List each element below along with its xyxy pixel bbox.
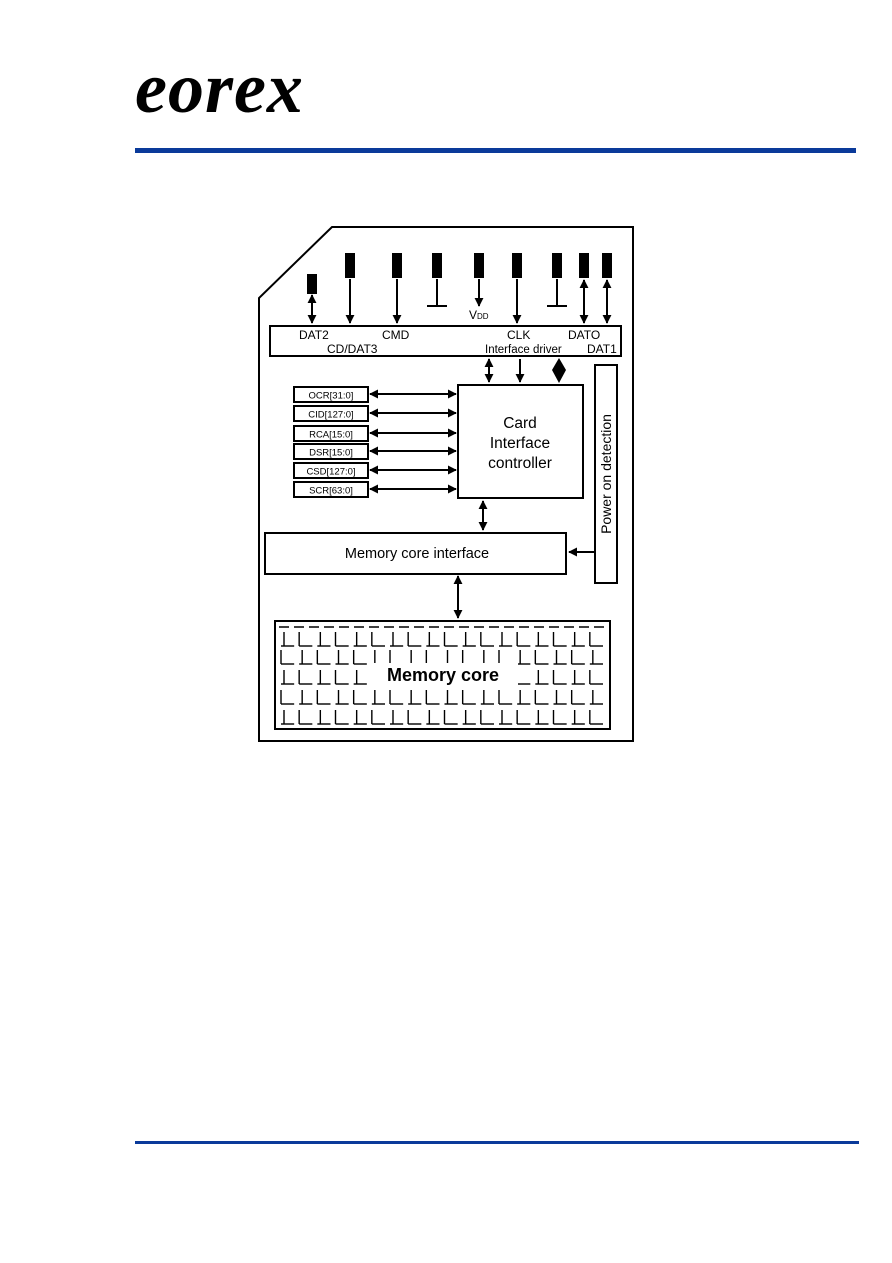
pin-vdd-label: VDD [469,308,489,322]
power-on-detection-box [594,364,618,584]
power-on-detection-label: Power on detection [598,414,614,534]
pin-vdd-pad [474,253,484,278]
memory-core-interface-box [264,532,567,575]
memory-core-label: Memory core [387,665,499,685]
interface-driver-label: Interface driver [485,344,562,356]
register-label: RCA[15:0] [309,430,353,441]
register-box [293,405,369,422]
pin-dat2-pad [307,274,317,294]
register-label: DSR[15:0] [309,448,353,459]
register-list: OCR[31:0] CID[127:0] RCA[15:0] DSR[15:0]… [293,386,457,498]
footer-rule [135,1141,859,1144]
eorex-logo: eorex [135,48,304,128]
memory-core-interface-label: Memory core interface [345,546,489,562]
memory-core-label-backdrop [368,663,518,687]
register-label: CID[127:0] [308,410,353,421]
register-box [293,462,369,479]
pin-cd-dat3-label: CD/DAT3 [327,342,378,356]
register-label: CSD[127:0] [306,467,355,478]
pin-dat0-label: DATO [568,328,600,342]
driver-controller-link-3 [552,358,566,383]
card-interface-controller-box [457,384,584,499]
pin-clk-pad [512,253,522,278]
pin-dat2-label: DAT2 [299,328,329,342]
controller-label-line3: controller [488,455,552,472]
header-rule [135,148,856,153]
register-box [293,386,369,403]
register-box [293,443,369,460]
pin-clk-label: CLK [507,328,530,342]
pin-cd-dat3-pad [345,253,355,278]
pin-dat0-pad [579,253,589,278]
register-box [293,425,369,442]
pin-vss1-pad [432,253,442,278]
interface-driver-box [269,325,622,357]
card-outline [258,226,634,742]
pin-cmd-pad [392,253,402,278]
pin-dat1-pad [602,253,612,278]
controller-label-line1: Card [503,415,537,432]
pin-cmd-label: CMD [382,328,410,342]
controller-label-line2: Interface [490,435,550,452]
register-box [293,481,369,498]
register-label: SCR[63:0] [309,486,353,497]
pin-dat1-label: DAT1 [587,342,617,356]
contact-pins [307,253,612,324]
pin-vss2-pad [552,253,562,278]
register-label: OCR[31:0] [309,391,354,402]
